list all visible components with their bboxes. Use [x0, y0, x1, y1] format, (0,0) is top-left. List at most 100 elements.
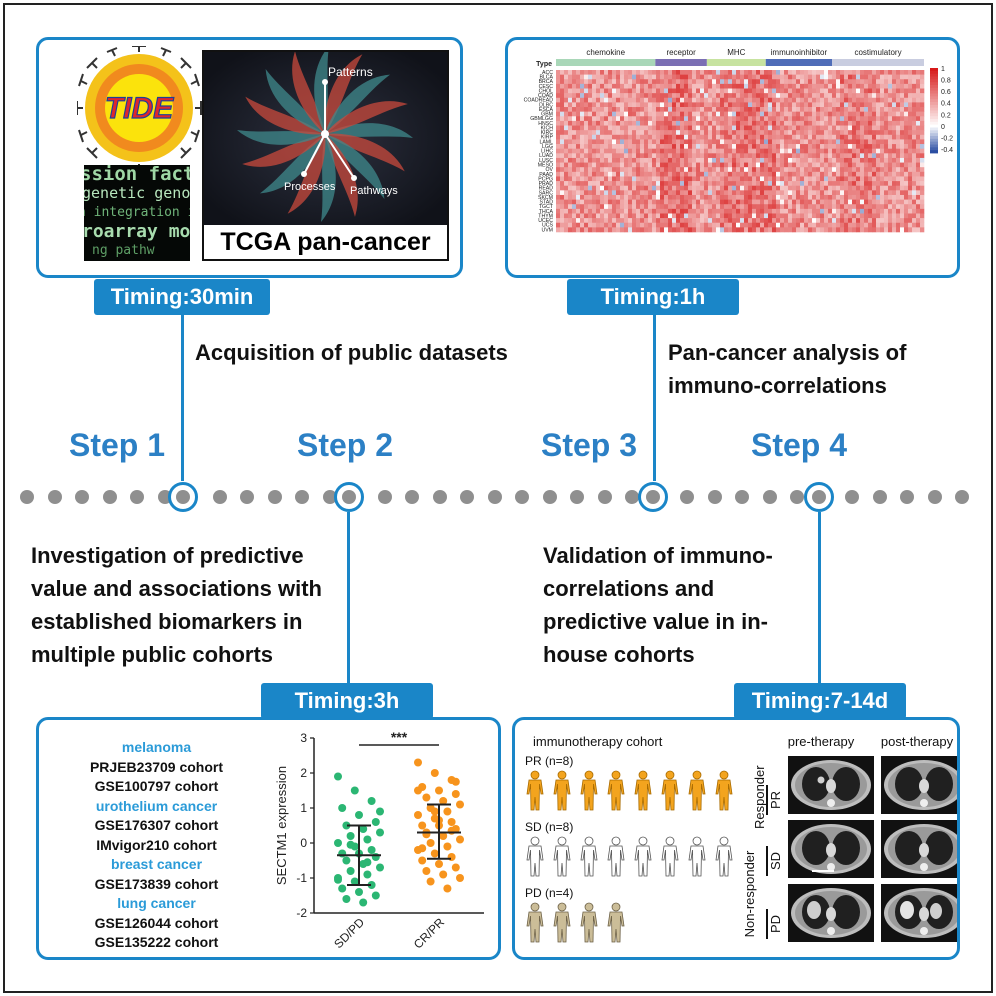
heatmap-cell — [876, 185, 881, 191]
heatmap-cell — [568, 194, 573, 200]
heatmap-cell — [644, 181, 649, 187]
heatmap-cell — [644, 218, 649, 224]
heatmap-cell — [716, 171, 721, 177]
heatmap-cell — [676, 111, 681, 117]
heatmap-cell — [868, 93, 873, 99]
heatmap-cell — [716, 116, 721, 122]
heatmap-cell — [744, 227, 749, 233]
heatmap-cell — [748, 148, 753, 154]
tcga-node-label: Pathways — [350, 185, 398, 197]
heatmap-cell — [780, 167, 785, 173]
heatmap-cell — [708, 102, 713, 108]
heatmap-cell — [764, 83, 769, 89]
heatmap-cell — [656, 222, 661, 228]
heatmap-cell — [912, 227, 917, 233]
heatmap-cell — [572, 222, 577, 228]
heatmap-cell — [916, 227, 921, 233]
cancer-type-label: HNSC — [538, 121, 553, 127]
timeline-dot — [240, 490, 254, 504]
heatmap-cell — [724, 102, 729, 108]
heatmap-cell — [852, 107, 857, 112]
genomics-word: ng pathw — [92, 243, 155, 258]
heatmap-cell — [688, 204, 693, 210]
heatmap-cell — [764, 120, 769, 126]
heatmap-cell — [560, 190, 565, 196]
heatmap-cell — [892, 208, 897, 214]
heatmap-cell — [588, 120, 593, 126]
data-point — [342, 856, 351, 865]
heatmap-cell — [800, 190, 805, 196]
heatmap-cell — [708, 190, 713, 196]
heatmap-cell — [808, 97, 813, 103]
heatmap-cell — [908, 107, 913, 112]
heatmap-cell — [920, 97, 925, 103]
heatmap-cell — [704, 148, 709, 154]
heatmap-cell — [916, 167, 921, 173]
heatmap-cell — [820, 134, 825, 140]
heatmap-cell — [656, 74, 661, 80]
heatmap-cell — [620, 134, 625, 140]
heatmap-cell — [608, 79, 613, 85]
heatmap-cell — [836, 153, 841, 159]
heatmap-cell — [784, 83, 789, 89]
heatmap-cell — [796, 120, 801, 126]
heatmap-cell — [736, 88, 741, 94]
heatmap-cell — [664, 222, 669, 228]
heatmap-cell — [868, 218, 873, 224]
heatmap-cell — [596, 74, 601, 80]
heatmap-cell — [732, 134, 737, 140]
colorbar-segment — [930, 87, 938, 92]
heatmap-cell — [628, 153, 633, 159]
colorbar-segment — [930, 138, 938, 143]
heatmap-cell — [856, 120, 861, 126]
heatmap-cell — [888, 185, 893, 191]
heatmap-cell — [904, 134, 909, 140]
heatmap-cell — [796, 162, 801, 168]
heatmap-cell — [692, 97, 697, 103]
heatmap-cell — [876, 74, 881, 80]
heatmap-cell — [908, 130, 913, 136]
heatmap-cell — [920, 93, 925, 99]
heatmap-cell — [692, 134, 697, 140]
heatmap-cell — [888, 218, 893, 224]
heatmap-cell — [848, 171, 853, 177]
heatmap-cell — [728, 88, 733, 94]
patient-icon-row — [526, 836, 733, 877]
heatmap-cell — [624, 194, 629, 200]
heatmap-cell — [880, 111, 885, 117]
heatmap-cell — [808, 204, 813, 210]
heatmap-cell — [728, 83, 733, 89]
heatmap-cell — [804, 176, 809, 182]
heatmap-cell — [636, 79, 641, 85]
heatmap-cell — [656, 199, 661, 205]
heatmap-cell — [600, 79, 605, 85]
data-point — [422, 830, 431, 839]
heatmap-cell — [912, 162, 917, 168]
heatmap-cell — [604, 116, 609, 122]
heatmap-cell — [784, 116, 789, 122]
heatmap-cell — [712, 222, 717, 228]
heatmap-cell — [676, 194, 681, 200]
heatmap-cell — [640, 204, 645, 210]
heatmap-cell — [884, 139, 889, 145]
heatmap-cell — [888, 190, 893, 196]
heatmap-cell — [560, 171, 565, 177]
heatmap-cell — [880, 162, 885, 168]
heatmap-cell — [896, 97, 901, 103]
heatmap-cell — [760, 222, 765, 228]
heatmap-cell — [876, 190, 881, 196]
heatmap-cell — [828, 120, 833, 126]
heatmap-cell — [576, 157, 581, 163]
heatmap-cell — [676, 70, 681, 75]
cohort-label: GSE176307 cohort — [94, 817, 219, 833]
heatmap-cell — [580, 116, 585, 122]
heatmap-cell — [804, 157, 809, 163]
heatmap-cell — [776, 222, 781, 228]
heatmap-cell — [756, 148, 761, 154]
cancer-type-label: CHOL — [539, 88, 554, 94]
heatmap-cell — [640, 222, 645, 228]
heatmap-cell — [568, 130, 573, 136]
heatmap-cell — [612, 83, 617, 89]
heatmap-cell — [632, 176, 637, 182]
heatmap-cell — [728, 139, 733, 145]
